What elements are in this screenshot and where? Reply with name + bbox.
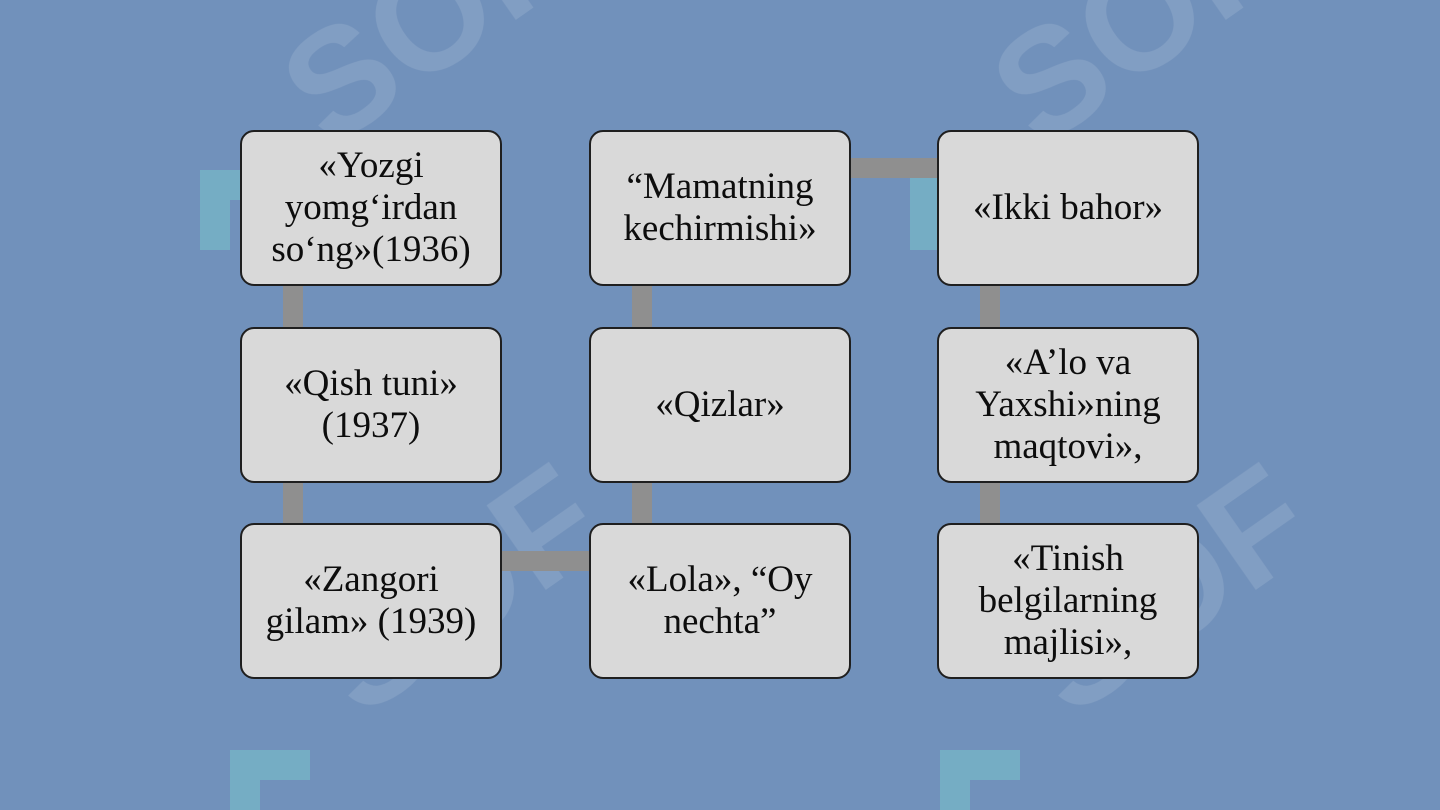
box-yozgi-yomgirdan-song: «Yozgi yomg‘irdan so‘ng»(1936) xyxy=(240,130,502,286)
box-label: «Yozgi yomg‘irdan so‘ng»(1936) xyxy=(271,145,471,270)
box-label: «Qish tuni» (1937) xyxy=(284,363,458,446)
connector-col3-top xyxy=(980,285,1000,328)
connector-row3-left xyxy=(500,551,590,571)
connector-row1-right xyxy=(849,158,939,178)
box-label: «Lola», “Oy nechta” xyxy=(627,559,813,642)
box-alo-va-yaxshi: «A’lo va Yaxshi»ning maqtovi», xyxy=(937,327,1199,483)
box-zangori-gilam: «Zangori gilam» (1939) xyxy=(240,523,502,679)
connector-col2-bottom xyxy=(632,482,652,525)
box-tinish-belgilarning-majlisi: «Tinish belgilarning majlisi», xyxy=(937,523,1199,679)
box-label: «A’lo va Yaxshi»ning maqtovi», xyxy=(975,342,1161,467)
box-qish-tuni: «Qish tuni» (1937) xyxy=(240,327,502,483)
box-label: «Ikki bahor» xyxy=(972,187,1164,228)
box-qizlar: «Qizlar» xyxy=(589,327,851,483)
box-label: «Tinish belgilarning majlisi», xyxy=(978,538,1158,663)
box-mamatning-kechirmishi: “Mamatning kechirmishi» xyxy=(589,130,851,286)
box-lola-oy-nechta: «Lola», “Oy nechta” xyxy=(589,523,851,679)
box-label: «Zangori gilam» (1939) xyxy=(265,559,477,642)
box-label: “Mamatning kechirmishi» xyxy=(623,166,817,249)
connector-col2-top xyxy=(632,285,652,328)
connector-col3-bottom xyxy=(980,482,1000,525)
box-ikki-bahor: «Ikki bahor» xyxy=(937,130,1199,286)
connector-col1-top xyxy=(283,285,303,328)
box-label: «Qizlar» xyxy=(655,384,785,425)
connector-col1-bottom xyxy=(283,482,303,525)
